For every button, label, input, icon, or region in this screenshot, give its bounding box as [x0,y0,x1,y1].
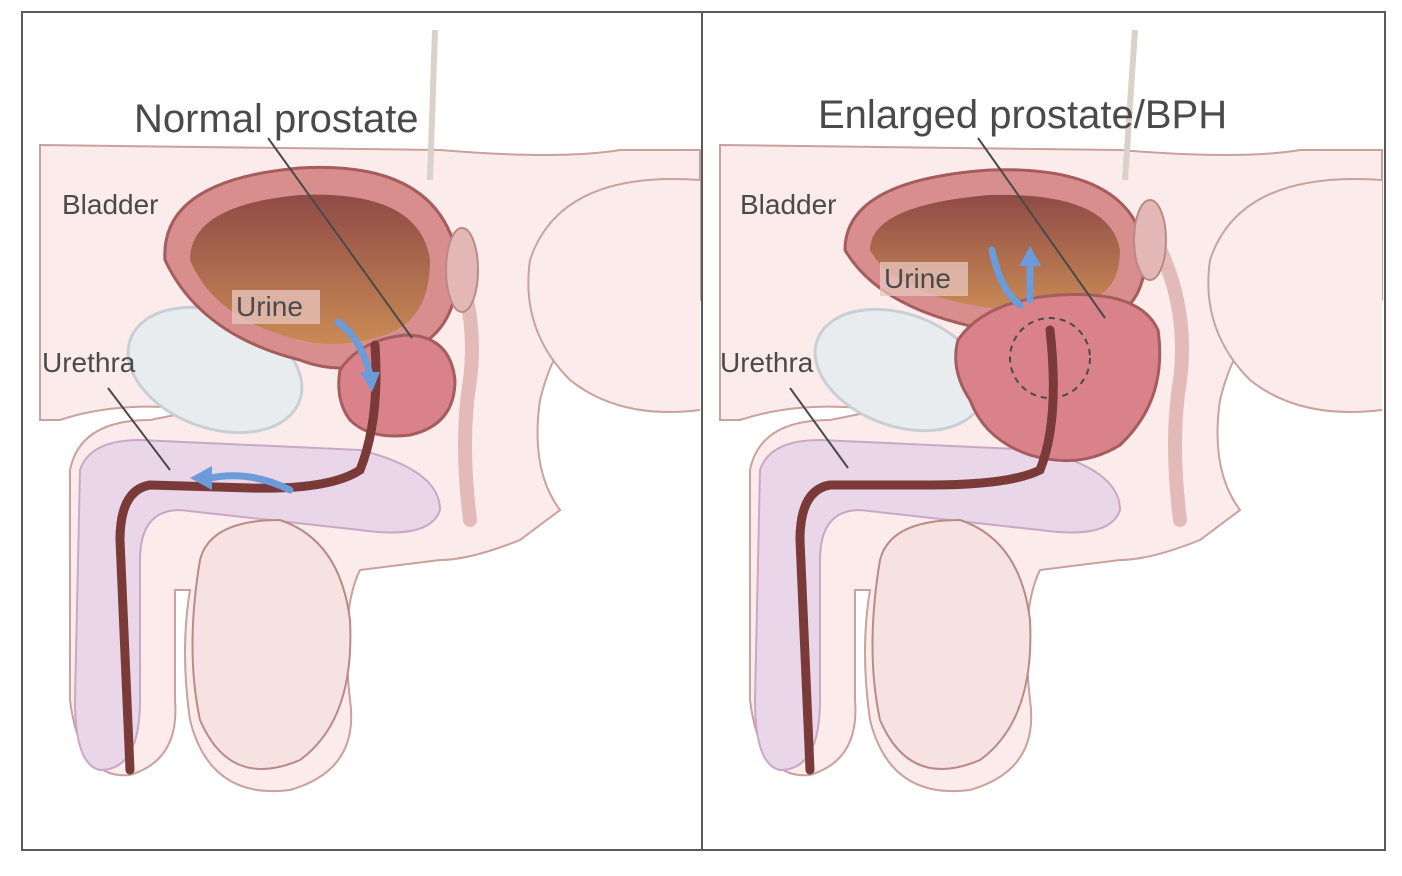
normal-size-outline [1009,317,1091,399]
buttock-outline [1207,178,1383,413]
urine-label-bg [880,262,968,296]
urethra-flow-arrowhead [190,466,212,490]
urethra-leader-line [107,387,171,471]
buttock-outline [527,178,701,413]
bladder-label: Bladder [62,189,159,220]
bladder-label: Bladder [740,189,837,220]
urethra [795,325,1058,775]
urine-flow-arrowhead [360,372,380,392]
urethra-flow-arrow [206,472,294,494]
penis-erectile-tissue [73,438,442,772]
reflux-arrowhead [1019,246,1041,266]
rectum [1143,223,1189,527]
urine-label-bg [232,290,320,324]
panel-normal-prostate: Normal prostate Bladder Urine Urethra [21,11,703,851]
seminal-vesicle [1133,199,1167,281]
reflux-arrow-left [988,246,1024,309]
panel-title: Normal prostate [134,97,419,141]
urine-label: Urine [884,263,951,294]
urine-flow-arrow [334,318,374,379]
panel-title: Enlarged prostate/BPH [818,93,1227,137]
testicle [191,518,352,770]
urethra-label: Urethra [720,347,814,378]
prostate-leader-line [977,137,1106,319]
seminal-vesicle [445,227,479,313]
urethra [115,340,381,775]
ureter [1122,29,1138,181]
urine-label: Urine [236,291,303,322]
ureter [427,29,438,181]
prostate-leader-line [267,137,413,339]
urethra-label: Urethra [42,347,136,378]
testicle [871,518,1032,770]
urethra-leader-line [789,387,849,469]
panel-enlarged-prostate: Enlarged prostate/BPH Bladder Urine Uret… [701,11,1386,851]
